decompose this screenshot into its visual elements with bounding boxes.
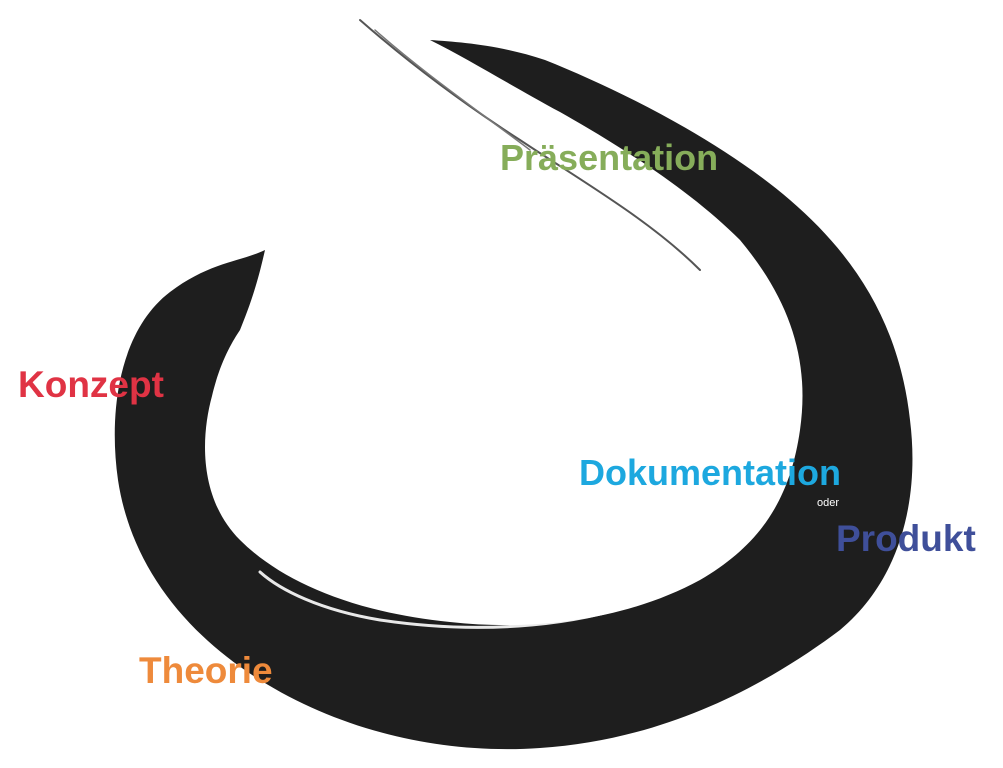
label-konzept: Konzept [18, 366, 164, 403]
label-theorie: Theorie [139, 652, 273, 689]
label-produkt: Produkt [836, 520, 976, 557]
label-praesentation: Präsentation [500, 140, 718, 176]
label-oder: oder [817, 498, 839, 509]
label-dokumentation: Dokumentation [579, 455, 841, 491]
